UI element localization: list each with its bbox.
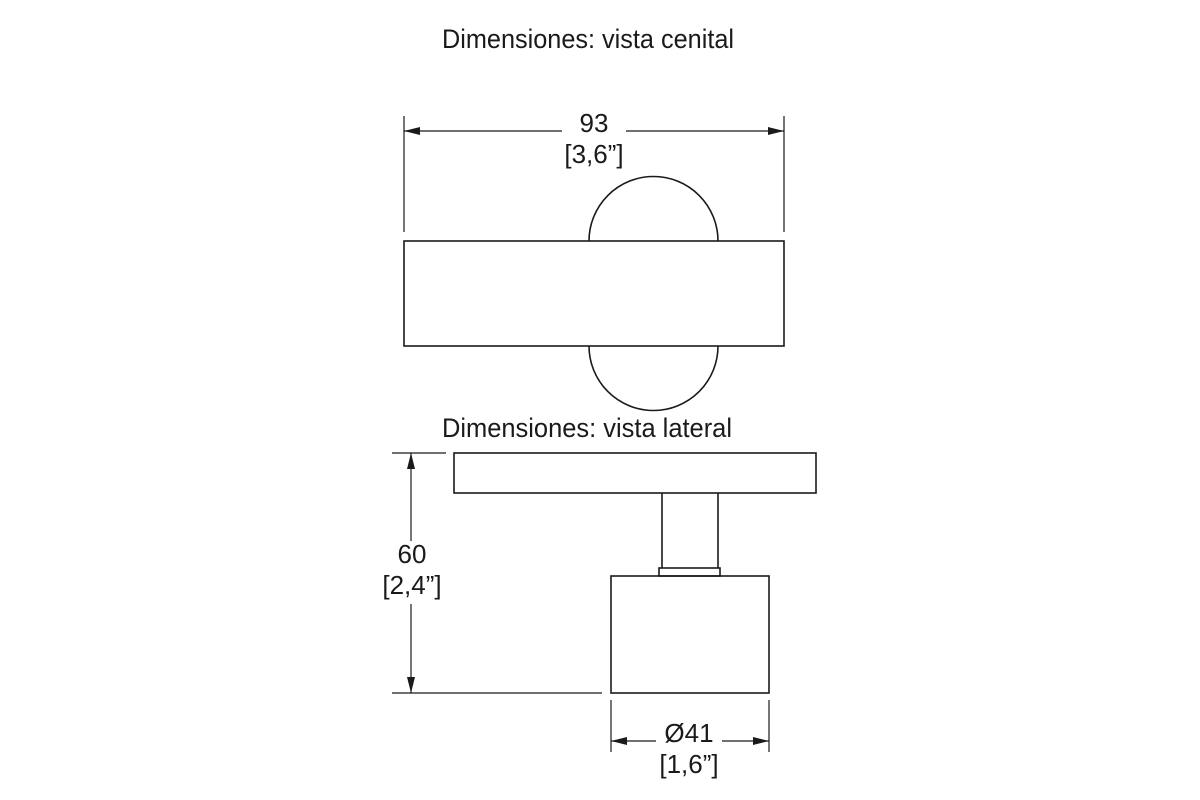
height-arrow-top: [407, 453, 415, 469]
height-arrow-bottom: [407, 677, 415, 693]
diameter-inch-label: [1,6”]: [659, 749, 718, 779]
side-base-plate: [453, 452, 817, 494]
top-round-head-lower: [588, 345, 719, 412]
width-arrow-right: [768, 127, 784, 135]
width-inch-label: [3,6”]: [564, 139, 623, 169]
width-mm-label: 93: [580, 108, 609, 138]
height-mm-label: 60: [398, 539, 427, 569]
side-cylinder-head: [610, 575, 770, 694]
diameter-arrow-left: [611, 737, 627, 745]
diameter-mm-label: Ø41: [664, 718, 713, 748]
top-round-head-upper: [588, 175, 719, 242]
side-collar: [658, 567, 721, 577]
diameter-arrow-right: [753, 737, 769, 745]
width-arrow-left: [404, 127, 420, 135]
top-view: Dimensiones: vista cenital 93 [3,6”]: [403, 24, 785, 412]
side-view: Dimensiones: vista lateral 60 [2,4”] Ø41…: [382, 413, 817, 779]
height-inch-label: [2,4”]: [382, 570, 441, 600]
top-body-rectangle: [403, 240, 785, 347]
top-view-title: Dimensiones: vista cenital: [442, 24, 734, 54]
side-view-title: Dimensiones: vista lateral: [442, 413, 732, 443]
